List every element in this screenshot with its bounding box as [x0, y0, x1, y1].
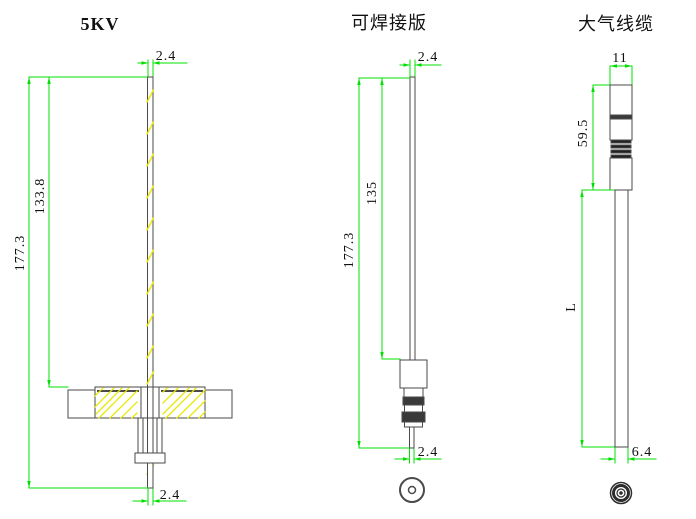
dim-solderable-total-length: 177.3: [342, 232, 357, 269]
dim-solderable-tip-width: 2.4: [418, 50, 439, 65]
dimensions-cable: [580, 64, 657, 464]
dim-solderable-shaft-length: 135: [365, 181, 380, 205]
dim-cable-connector-length: 59.5: [576, 119, 591, 148]
view-atmospheric-cable: 大气线缆: [564, 14, 657, 505]
flange: [67, 386, 233, 419]
view-title-solderable: 可焊接版: [351, 13, 427, 33]
view-5kv: 5KV: [13, 14, 233, 506]
dim-5kv-tip-width: 2.4: [156, 49, 177, 64]
solderable-rod: [409, 76, 416, 361]
dim-solderable-tail-width: 2.4: [418, 445, 439, 460]
dim-5kv-total-length: 177.3: [13, 235, 28, 272]
cable-connector: [609, 84, 633, 191]
cable-body: [614, 189, 629, 448]
dimensions-solderable: [357, 59, 442, 464]
dim-5kv-shaft-length: 133.8: [33, 178, 48, 215]
dim-cable-width: 6.4: [632, 445, 653, 460]
cable-end-view: [609, 481, 633, 505]
view-title-5kv: 5KV: [81, 14, 120, 34]
dim-cable-connector-width: 11: [612, 51, 627, 66]
solderable-connector: [399, 359, 428, 449]
view-solderable: 可焊接版: [342, 13, 442, 503]
view-title-atmospheric-cable: 大气线缆: [578, 14, 654, 34]
dim-5kv-tail-width: 2.4: [160, 488, 181, 503]
flange-sleeve: [134, 387, 166, 489]
solderable-end-view: [399, 477, 425, 503]
dimensions-5kv: [27, 59, 188, 506]
dim-cable-length: L: [564, 302, 579, 312]
